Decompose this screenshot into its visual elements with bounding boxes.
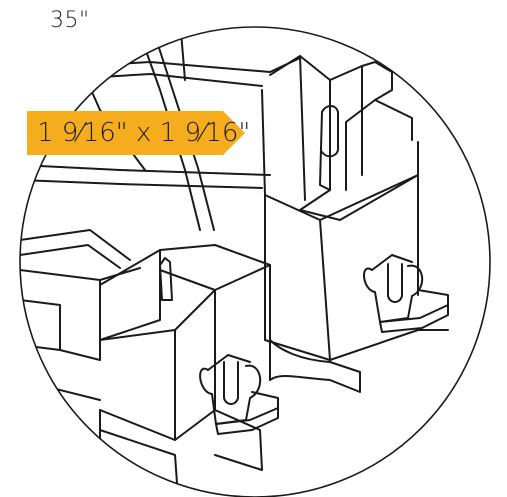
size-tag-arrow xyxy=(27,111,245,155)
grate-linework xyxy=(20,27,449,497)
dimension-label-top: 35" xyxy=(50,8,90,33)
size-tag: 1 9⁄16" x 1 9⁄16" xyxy=(27,111,251,155)
size-tag-label: 1 9⁄16" x 1 9⁄16" xyxy=(37,118,251,148)
magnifier-circle xyxy=(19,26,491,497)
